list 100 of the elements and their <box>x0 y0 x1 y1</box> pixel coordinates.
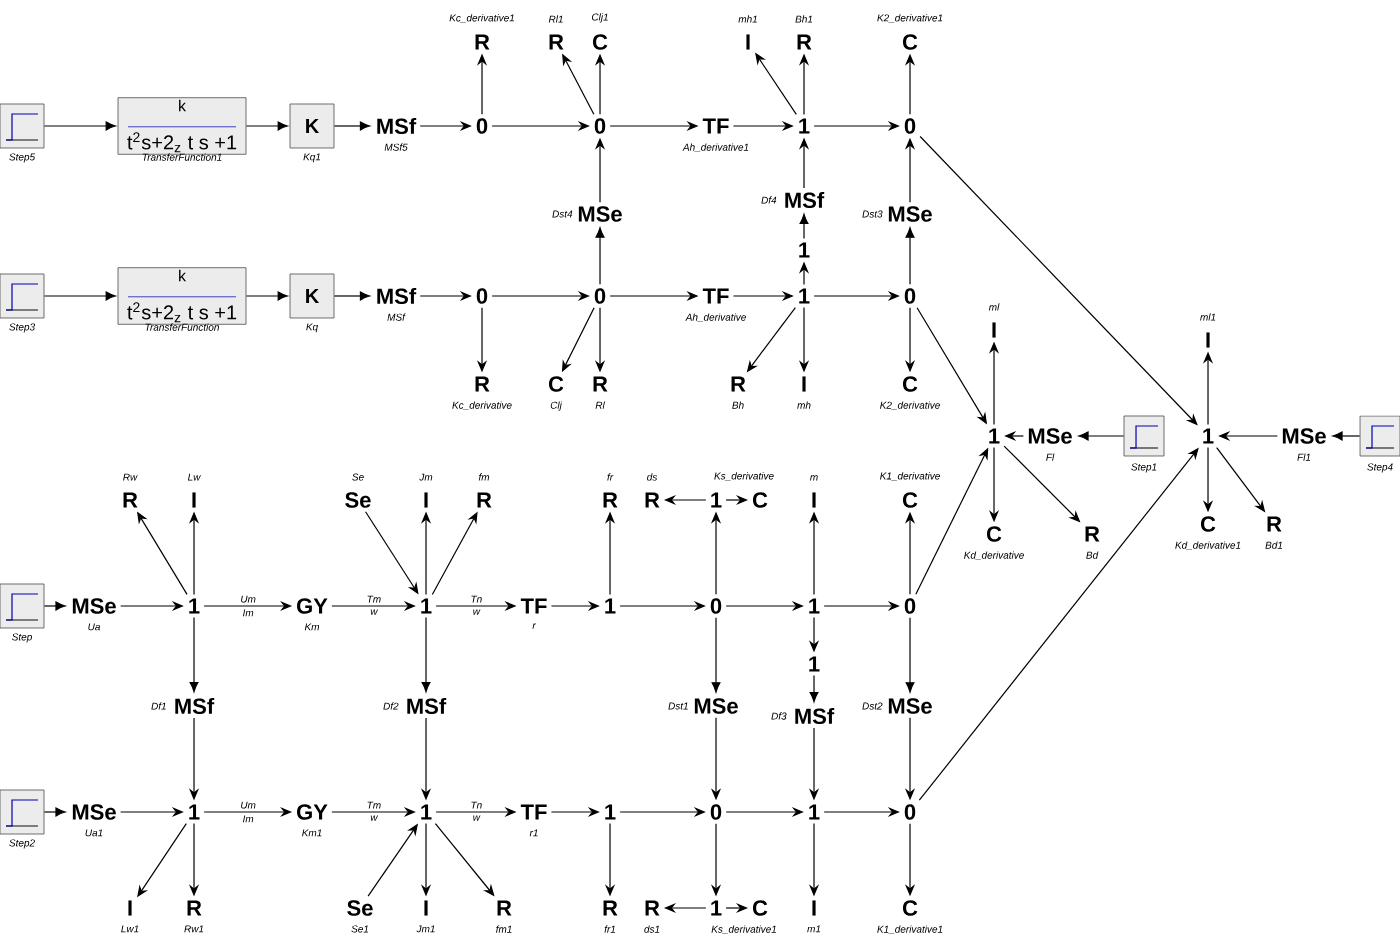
signal-arrow <box>1332 431 1361 441</box>
bond-graph-element: MSf <box>785 191 825 209</box>
step-block <box>0 789 45 835</box>
bond-graph-element: 1 <box>421 804 432 820</box>
bond-graph-element: MSe <box>888 698 932 714</box>
block: K <box>289 103 335 149</box>
bond-graph-element: I <box>992 322 996 338</box>
step-block <box>0 103 45 149</box>
bond-graph-element: I <box>424 492 428 508</box>
bond-graph-element: C <box>903 34 918 50</box>
bond-graph-element: MSe <box>72 598 116 614</box>
bond-graph-element: MSe <box>1028 428 1072 444</box>
bond-graph-element: 0 <box>710 598 722 614</box>
bond-graph-element: R <box>497 900 512 916</box>
bond-graph-element: 1 <box>189 804 200 820</box>
bond-graph-element: C <box>753 900 768 916</box>
signal-arrow <box>799 213 809 240</box>
bond-graph-element: MSf <box>407 697 447 715</box>
bond-graph-element: I <box>802 376 806 392</box>
bond-graph-element: I <box>812 492 816 508</box>
bond-graph-element: 1 <box>711 900 722 916</box>
bond-graph-element: MSf <box>377 287 417 305</box>
bond-graph-element: R <box>475 34 490 50</box>
bond-graph-element: 1 <box>799 288 810 304</box>
signal-arrow <box>711 617 721 693</box>
bond-graph-element: 0 <box>904 804 916 820</box>
bond-graph-element: 0 <box>594 118 606 134</box>
signal-arrow <box>43 121 116 131</box>
bond-graph-element: 1 <box>1203 428 1214 444</box>
bond-graph-element: 1 <box>421 598 432 614</box>
signal-arrow <box>1078 431 1125 441</box>
block: K <box>289 273 335 319</box>
bond-graph-element: TF <box>702 288 729 304</box>
bond-graph-element: C <box>987 526 1002 542</box>
bond-graph-element: TF <box>702 118 729 134</box>
bond-graph-element: 1 <box>799 242 810 258</box>
signal-arrow <box>333 121 371 131</box>
bond-graph-element: GY <box>297 598 328 614</box>
signal-arrow <box>421 616 431 693</box>
signal-arrow <box>245 121 288 131</box>
bond-graph-element: MSe <box>1282 428 1326 444</box>
signal-arrow <box>333 291 371 301</box>
bond-graph-element: MSf <box>795 707 835 725</box>
bond-graph-element: R <box>1085 526 1100 542</box>
bond-graph-element: MSe <box>888 206 932 222</box>
bond-graph-element: I <box>192 492 196 508</box>
bond-graph-element: R <box>645 492 660 508</box>
bond-graph-element: R <box>645 900 660 916</box>
bond-graph-element: 0 <box>904 598 916 614</box>
signal-arrow <box>809 674 819 703</box>
bond-graph-element: 1 <box>711 492 722 508</box>
bond-graph-element: 1 <box>605 598 616 614</box>
bond-graph-element: R <box>475 376 490 392</box>
bond-graph-element: R <box>123 492 138 508</box>
bond-graph-element: 0 <box>904 118 916 134</box>
bond-graph-element: C <box>1201 516 1216 532</box>
step-block <box>0 583 45 629</box>
bond-graph-element: MSf <box>377 117 417 135</box>
bond-graph-element: MSe <box>578 206 622 222</box>
step-block <box>1359 415 1400 457</box>
block: k t$^{2}$s+2$_{z}$ t s +1 <box>117 97 247 155</box>
signal-arrow <box>43 291 116 301</box>
signal-arrow <box>905 617 915 693</box>
bond-graph-element: 0 <box>476 118 488 134</box>
bond-graph-element: C <box>903 492 918 508</box>
bond-graph-element: 1 <box>989 428 1000 444</box>
bond-graph-element: I <box>1206 332 1210 348</box>
bond-graph-element: R <box>1267 516 1282 532</box>
block: k t$^{2}$s+2$_{z}$ t s +1 <box>117 267 247 325</box>
bond-graph-element: Se <box>345 492 371 508</box>
bond-graph-element: R <box>549 34 564 50</box>
bond-graph-element: TF <box>520 598 547 614</box>
step-block <box>1123 415 1165 457</box>
bond-graph-element: I <box>812 900 816 916</box>
bond-graph-element: R <box>593 376 608 392</box>
step-block <box>0 273 45 319</box>
bond-graph-element: 1 <box>809 656 820 672</box>
bond-graph-element: 0 <box>594 288 606 304</box>
bond-graph-element: Se <box>347 900 373 916</box>
bond-graph-element: TF <box>520 804 547 820</box>
bond-graph-element: I <box>128 900 132 916</box>
bond-graph-element: 0 <box>904 288 916 304</box>
bond-graph-element: MSe <box>694 698 738 714</box>
bond-graph-element: R <box>603 492 618 508</box>
bond-graph-element: R <box>477 492 492 508</box>
bond-graph-element: C <box>903 376 918 392</box>
bond-graph-element: I <box>424 900 428 916</box>
signal-arrow <box>189 616 199 693</box>
signal-arrow <box>245 291 288 301</box>
signal-arrow <box>595 227 605 285</box>
bond-graph-element: C <box>753 492 768 508</box>
bond-graph-element: GY <box>297 804 328 820</box>
bond-graph-element: R <box>187 900 202 916</box>
bond-graph-element: R <box>731 376 746 392</box>
bond-graph-element: R <box>797 34 812 50</box>
signal-arrow <box>905 227 915 285</box>
bond-graph-element: 1 <box>189 598 200 614</box>
bond-graph-element: 1 <box>799 118 810 134</box>
signal-arrow <box>43 601 66 611</box>
bond-graph-element: 1 <box>809 598 820 614</box>
